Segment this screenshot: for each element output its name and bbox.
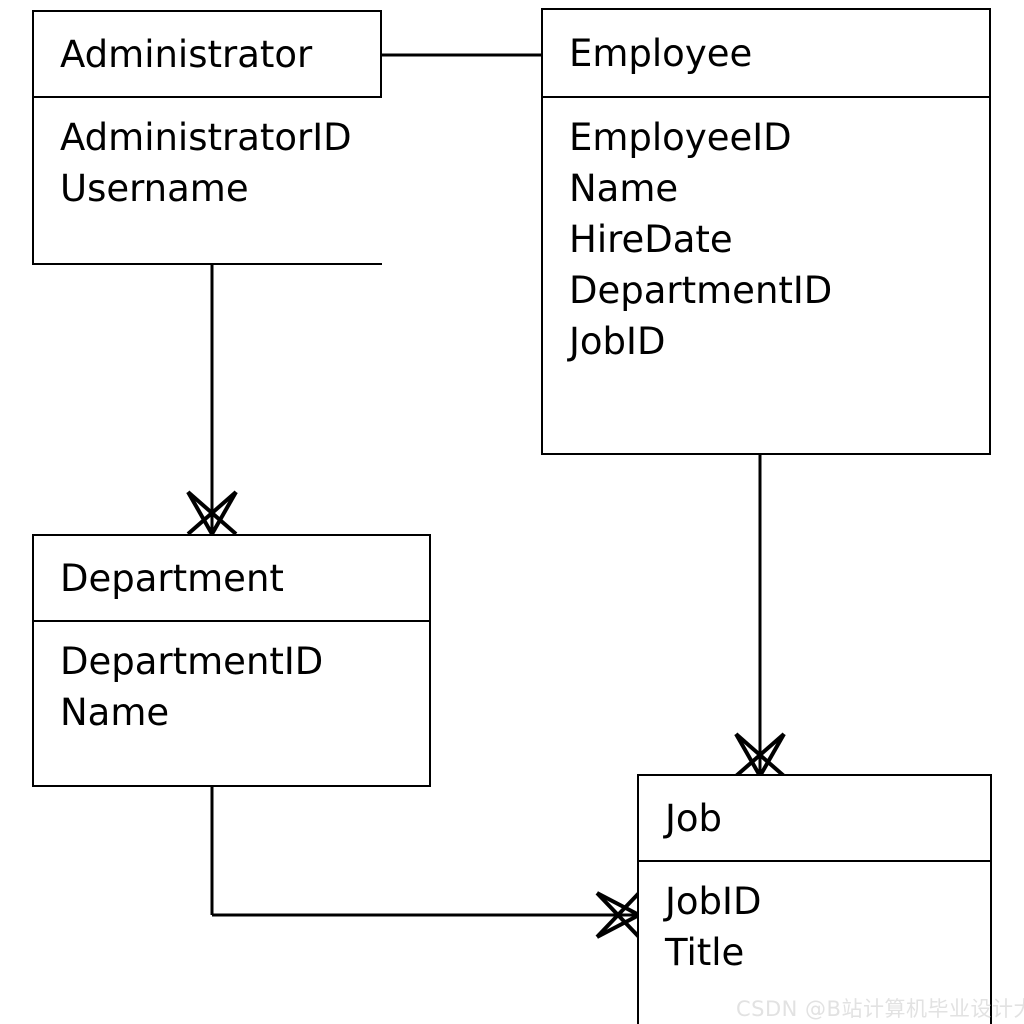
connector-administrator-department xyxy=(186,265,238,536)
entity-administrator-attributes: AdministratorID Username xyxy=(32,98,382,265)
attribute-row: AdministratorID xyxy=(60,116,352,159)
entity-job[interactable]: Job JobID Title xyxy=(637,774,992,1024)
entity-employee-name: Employee xyxy=(569,31,753,75)
entity-employee[interactable]: Employee EmployeeID Name HireDate Depart… xyxy=(541,8,991,455)
attribute-row: EmployeeID xyxy=(569,116,792,159)
attribute-row: JobID xyxy=(569,320,666,364)
entity-department[interactable]: Department DepartmentID Name xyxy=(32,534,431,787)
entity-employee-header: Employee xyxy=(541,8,991,98)
attribute-row: Title xyxy=(665,931,745,975)
watermark: CSDN @B站计算机毕业设计大学 xyxy=(736,997,1024,1021)
entity-job-header: Job xyxy=(637,774,992,862)
attribute-row: DepartmentID xyxy=(60,640,324,683)
connector-employee-job xyxy=(734,455,786,778)
entity-job-attributes: JobID Title xyxy=(637,862,992,1024)
entity-department-header: Department xyxy=(32,534,431,622)
attribute-row: Name xyxy=(60,691,170,735)
attribute-row: JobID xyxy=(665,880,762,923)
entity-job-name: Job xyxy=(665,796,723,840)
entity-administrator-name: Administrator xyxy=(60,32,313,76)
entity-department-attributes: DepartmentID Name xyxy=(32,622,431,787)
entity-department-name: Department xyxy=(60,556,284,600)
entity-administrator[interactable]: Administrator AdministratorID Username xyxy=(32,10,382,265)
attribute-row: Username xyxy=(60,167,249,211)
attribute-row: HireDate xyxy=(569,218,733,262)
attribute-row: Name xyxy=(569,167,679,211)
attribute-row: DepartmentID xyxy=(569,269,833,313)
connector-department-job xyxy=(210,787,641,939)
entity-administrator-header: Administrator xyxy=(32,10,382,98)
entity-employee-attributes: EmployeeID Name HireDate DepartmentID Jo… xyxy=(541,98,991,455)
